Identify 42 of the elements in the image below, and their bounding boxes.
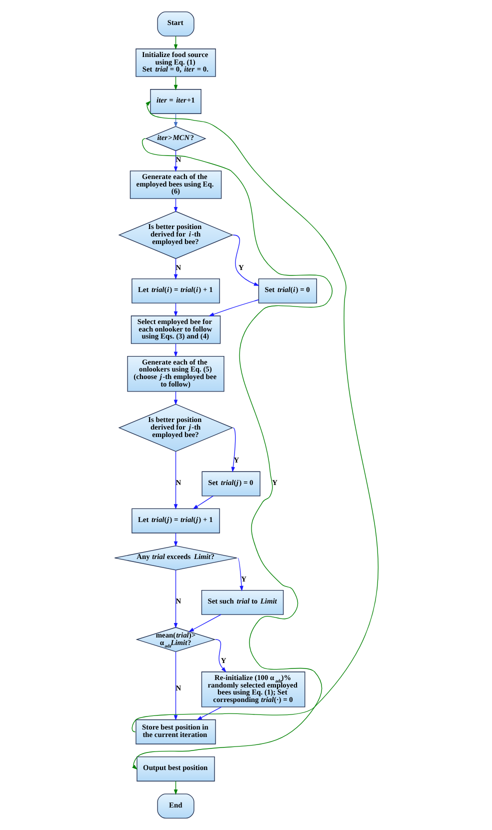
node-box: Let trial(j) = trial(j) + 1 xyxy=(131,508,220,534)
edge-label: Y xyxy=(220,656,226,665)
edge-label: Y xyxy=(272,478,278,487)
node-box: Start xyxy=(156,11,194,36)
arrow xyxy=(192,496,214,510)
arrow xyxy=(208,299,258,316)
edge-label: N xyxy=(175,684,181,693)
arrow xyxy=(230,427,236,472)
node-diamond: Is better position derived for i-th employed bee? xyxy=(118,211,233,259)
arrow xyxy=(214,639,226,672)
arrow xyxy=(236,558,243,592)
node-diamond: Is better position derived for j-th employed bee? xyxy=(118,404,233,452)
node-box: Let trial(i) = trial(i) + 1 xyxy=(131,278,220,304)
node-box: Set trial(j) = 0 xyxy=(201,471,260,496)
arrow xyxy=(173,651,178,720)
node-box: End xyxy=(156,794,194,819)
node-box: Output best position xyxy=(136,756,214,782)
edge-label: Y xyxy=(238,262,244,272)
edge-label: N xyxy=(175,478,181,487)
arrow xyxy=(173,451,178,510)
edge-label: Y xyxy=(240,574,246,584)
node-diamond: Any trial exceeds Limit? xyxy=(114,545,237,570)
edge-label: N xyxy=(175,262,181,272)
node-box: Set such trial to Limit xyxy=(200,590,284,615)
arrow xyxy=(173,258,178,280)
node-box: Generate each of the onlookers using Eq. (5) (choose j-th employed bee to follow) xyxy=(126,356,224,392)
arrow xyxy=(232,234,259,286)
edge-label: N xyxy=(175,155,181,164)
arrow xyxy=(132,138,332,770)
node-box: Generate each of the employed bees using Eq. (6) xyxy=(129,170,222,199)
arrow xyxy=(173,570,178,628)
node-box: Select employed bee for each onlooker to follow using Eqs. (3) and (4) xyxy=(130,316,220,344)
node-box: Initialize food source using Eq. (1) Set trial = 0, iter = 0. xyxy=(135,48,216,77)
arrow xyxy=(188,614,221,632)
edge-label: N xyxy=(175,596,181,606)
node-box: Set trial(i) = 0 xyxy=(258,278,317,304)
node-box: iter = iter+1 xyxy=(150,89,201,114)
node-box: Store best position in the current iteration xyxy=(135,719,216,744)
edge-label: Y xyxy=(233,456,239,465)
arrow xyxy=(196,706,222,720)
arrow xyxy=(173,150,178,172)
node-diamond: iter>MCN? xyxy=(144,126,206,152)
